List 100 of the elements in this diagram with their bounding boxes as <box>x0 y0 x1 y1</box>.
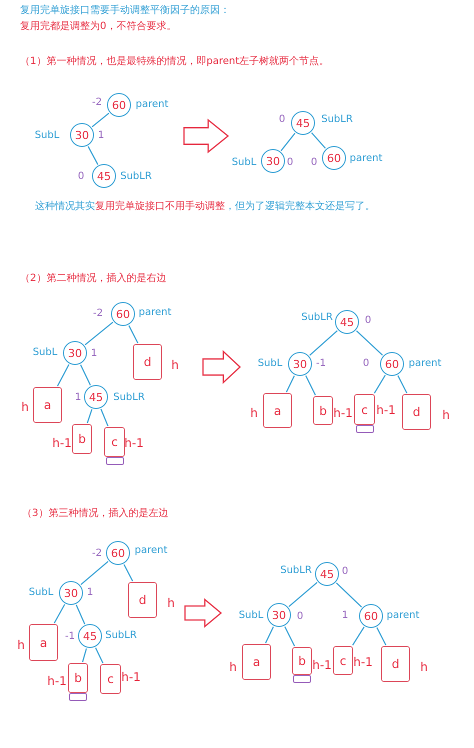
tree-node-circle: 30 <box>261 149 285 173</box>
subtree-box: b <box>313 396 333 425</box>
tree-edge <box>80 364 91 386</box>
node-name-label: SubL <box>232 158 256 168</box>
intro-text: 复用完都是调整为0，不符合要求。 <box>20 21 176 33</box>
node-name-label: SubLR <box>113 393 145 403</box>
height-label: h-1 <box>52 437 72 449</box>
case-heading: （2）第二种情况，插入的是右边 <box>20 273 166 285</box>
balance-factor: 0 <box>342 567 348 577</box>
balance-factor: -2 <box>92 98 102 108</box>
node-name-label: SubL <box>34 131 60 141</box>
subtree-box: a <box>263 393 292 428</box>
tree-node-circle: 60 <box>107 93 131 117</box>
node-name-label: SubLR <box>301 313 333 323</box>
balance-factor: 1 <box>98 131 104 141</box>
tree-node-circle: 60 <box>106 541 130 565</box>
inserted-node-box <box>293 675 311 683</box>
height-label: h-1 <box>124 437 144 449</box>
balance-factor: 0 <box>278 115 286 125</box>
node-name-label: SubL <box>258 359 282 369</box>
height-label: h <box>250 407 258 419</box>
case-heading: （3）第三种情况，插入的是左边 <box>22 508 168 520</box>
node-name-label: parent <box>136 100 168 110</box>
tree-node-circle: 30 <box>59 581 83 605</box>
height-label: h-1 <box>353 656 373 668</box>
height-label: h <box>229 661 237 673</box>
tree-edge <box>123 564 134 582</box>
height-label: h <box>171 359 179 371</box>
inserted-node-box <box>356 425 374 433</box>
node-name-label: SubLR <box>120 172 152 182</box>
height-label: h <box>420 661 428 673</box>
balance-factor: 1 <box>74 393 82 403</box>
node-name-label: SubLR <box>321 115 353 125</box>
balance-factor: 0 <box>296 612 304 622</box>
balance-factor: 0 <box>78 172 84 182</box>
height-label: h-1 <box>47 675 67 687</box>
subtree-box: c <box>104 427 125 457</box>
tree-edge <box>92 112 110 128</box>
tree-edge <box>352 626 365 646</box>
balance-factor: 0 <box>364 316 372 326</box>
tree-node-circle: 30 <box>288 352 312 376</box>
tree-edge <box>88 146 98 165</box>
tree-edge <box>54 604 66 624</box>
subtree-box: a <box>29 624 58 661</box>
balance-factor: 1 <box>86 588 94 598</box>
tree-edge <box>336 582 362 608</box>
tree-node-circle: 45 <box>335 310 359 334</box>
subtree-box: b <box>68 663 88 693</box>
height-label: h-1 <box>333 407 353 419</box>
tree-edge <box>376 627 386 646</box>
tree-edge <box>76 604 86 624</box>
tree-node-circle: 60 <box>111 302 135 326</box>
tree-edge <box>288 582 318 608</box>
node-name-label: parent <box>350 154 382 164</box>
balance-factor: -1 <box>65 632 75 642</box>
height-label: h <box>17 639 25 651</box>
tree-edge <box>356 330 383 356</box>
tree-node-circle: 60 <box>322 146 346 170</box>
subtree-box: b <box>292 647 312 675</box>
height-label: h <box>442 409 450 421</box>
tree-edge <box>311 132 326 149</box>
node-name-label: SubLR <box>105 631 137 641</box>
tree-node-circle: 30 <box>267 603 291 627</box>
tree-node-circle: 30 <box>70 123 94 147</box>
tree-edge <box>286 375 295 392</box>
node-name-label: parent <box>408 359 442 369</box>
node-name-label: SubLR <box>280 566 312 576</box>
balance-factor: -2 <box>93 309 103 319</box>
node-name-label: SubL <box>32 348 58 358</box>
subtree-box: d <box>402 394 431 430</box>
subtree-box: a <box>242 644 271 680</box>
subtree-box: a <box>33 387 62 423</box>
tree-node-circle: 45 <box>78 624 102 648</box>
tree-edge <box>80 560 108 586</box>
tree-node-circle: 45 <box>84 385 108 409</box>
tree-node-circle: 45 <box>315 562 339 586</box>
subtree-box: d <box>128 582 157 618</box>
case-heading: （1）第一种情况，也是最特殊的情况，即parent左子树就两个节点。 <box>20 56 330 68</box>
node-name-label: parent <box>386 611 420 621</box>
tree-edge <box>95 647 104 664</box>
subtree-box: d <box>381 646 410 682</box>
subtree-box: b <box>72 424 92 454</box>
tree-edge <box>309 330 338 356</box>
tree-edge <box>397 375 408 394</box>
tree-edge <box>128 325 138 344</box>
tree-edge <box>82 648 87 662</box>
tree-node-circle: 60 <box>359 604 383 628</box>
height-label: h-1 <box>121 671 141 683</box>
inserted-node-box <box>106 457 124 465</box>
note-text: 这种情况其实复用完单旋接口不用手动调整，但为了逻辑完整本文还是写了。 <box>35 201 375 213</box>
tree-node-circle: 45 <box>92 164 116 188</box>
node-name-label: parent <box>138 308 172 318</box>
tree-edge <box>100 408 108 426</box>
subtree-box: c <box>354 394 375 425</box>
height-label: h <box>167 597 175 609</box>
tree-edge <box>284 626 296 646</box>
tree-edge <box>280 132 296 152</box>
tree-node-circle: 45 <box>291 111 315 135</box>
tree-edge <box>86 409 92 424</box>
subtree-box: c <box>333 646 353 675</box>
